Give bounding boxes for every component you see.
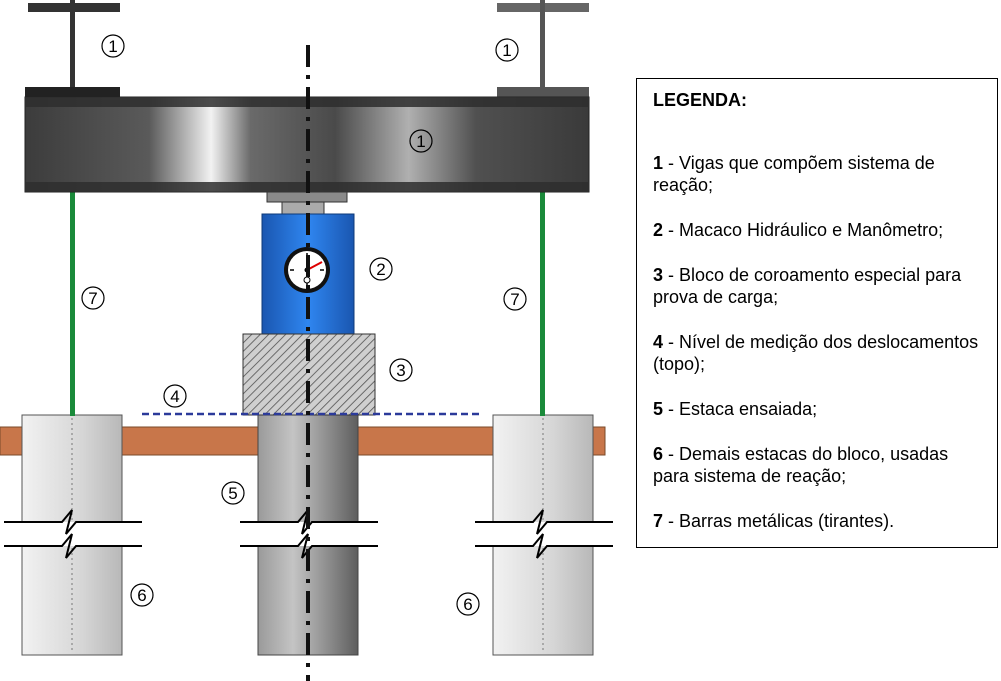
legend-item-number: 1 xyxy=(653,153,664,173)
callout-test-pile: 5 xyxy=(221,481,245,505)
legend-item-text: - Bloco de coroamento especial para prov… xyxy=(653,265,962,307)
legend-item-text: - Vigas que compõem sistema de reação; xyxy=(653,153,935,195)
legend-item-number: 2 xyxy=(653,220,664,240)
callout-beam-main: 1 xyxy=(409,129,433,153)
callout-bar-left: 7 xyxy=(81,286,105,310)
tie-bar-left xyxy=(70,190,75,416)
legend-item: 5 - Estaca ensaiada; xyxy=(653,398,983,420)
svg-text:1: 1 xyxy=(108,37,117,56)
legend-title: LEGENDA: xyxy=(653,90,747,110)
svg-text:5: 5 xyxy=(228,484,237,503)
svg-text:4: 4 xyxy=(170,387,179,406)
callout-reaction-pile-right: 6 xyxy=(456,592,480,616)
tie-bar-right xyxy=(540,190,545,416)
test-pile xyxy=(240,411,378,656)
legend-item: 3 - Bloco de coroamento especial para pr… xyxy=(653,264,983,308)
legend-item: 7 - Barras metálicas (tirantes). xyxy=(653,510,983,532)
callout-reaction-pile-left: 6 xyxy=(130,583,154,607)
legend-item: 2 - Macaco Hidráulico e Manômetro; xyxy=(653,219,983,241)
svg-text:6: 6 xyxy=(463,595,472,614)
top-beam-left xyxy=(28,0,120,95)
svg-text:3: 3 xyxy=(396,361,405,380)
reaction-pile-right xyxy=(475,414,613,656)
svg-text:7: 7 xyxy=(88,289,97,308)
legend-item-text: - Macaco Hidráulico e Manômetro; xyxy=(663,220,944,240)
svg-text:1: 1 xyxy=(502,41,511,60)
reaction-pile-left xyxy=(4,414,142,656)
top-beam-right xyxy=(497,0,589,95)
legend-item-number: 3 xyxy=(653,265,664,285)
legend-item: 6 - Demais estacas do bloco, usadas para… xyxy=(653,443,983,487)
legend-item-number: 7 xyxy=(653,511,664,531)
svg-text:7: 7 xyxy=(510,290,519,309)
legend-item-number: 6 xyxy=(653,444,664,464)
load-test-diagram: 1 1 1 2 3 4 5 6 6 7 7 xyxy=(0,0,613,681)
legend-item-text: - Estaca ensaiada; xyxy=(663,399,818,419)
bearing-plate xyxy=(266,191,348,215)
legend-item: 1 - Vigas que compõem sistema de reação; xyxy=(653,152,983,196)
legend-item-text: - Nível de medição dos deslocamentos (to… xyxy=(653,332,979,374)
legend-item: 4 - Nível de medição dos deslocamentos (… xyxy=(653,331,983,375)
legend-item-number: 5 xyxy=(653,399,664,419)
svg-text:1: 1 xyxy=(416,132,425,151)
legend-item-text: - Demais estacas do bloco, usadas para s… xyxy=(653,444,949,486)
callout-jack: 2 xyxy=(369,257,393,281)
callout-beam-left: 1 xyxy=(101,34,125,58)
legend-box: LEGENDA: 1 - Vigas que compõem sistema d… xyxy=(636,78,998,548)
svg-text:2: 2 xyxy=(376,260,385,279)
callout-beam-right: 1 xyxy=(495,38,519,62)
callout-cap-block: 3 xyxy=(389,358,413,382)
svg-text:6: 6 xyxy=(137,586,146,605)
callout-bar-right: 7 xyxy=(503,287,527,311)
legend-item-text: - Barras metálicas (tirantes). xyxy=(663,511,895,531)
legend-item-number: 4 xyxy=(653,332,664,352)
callout-level: 4 xyxy=(163,384,187,408)
